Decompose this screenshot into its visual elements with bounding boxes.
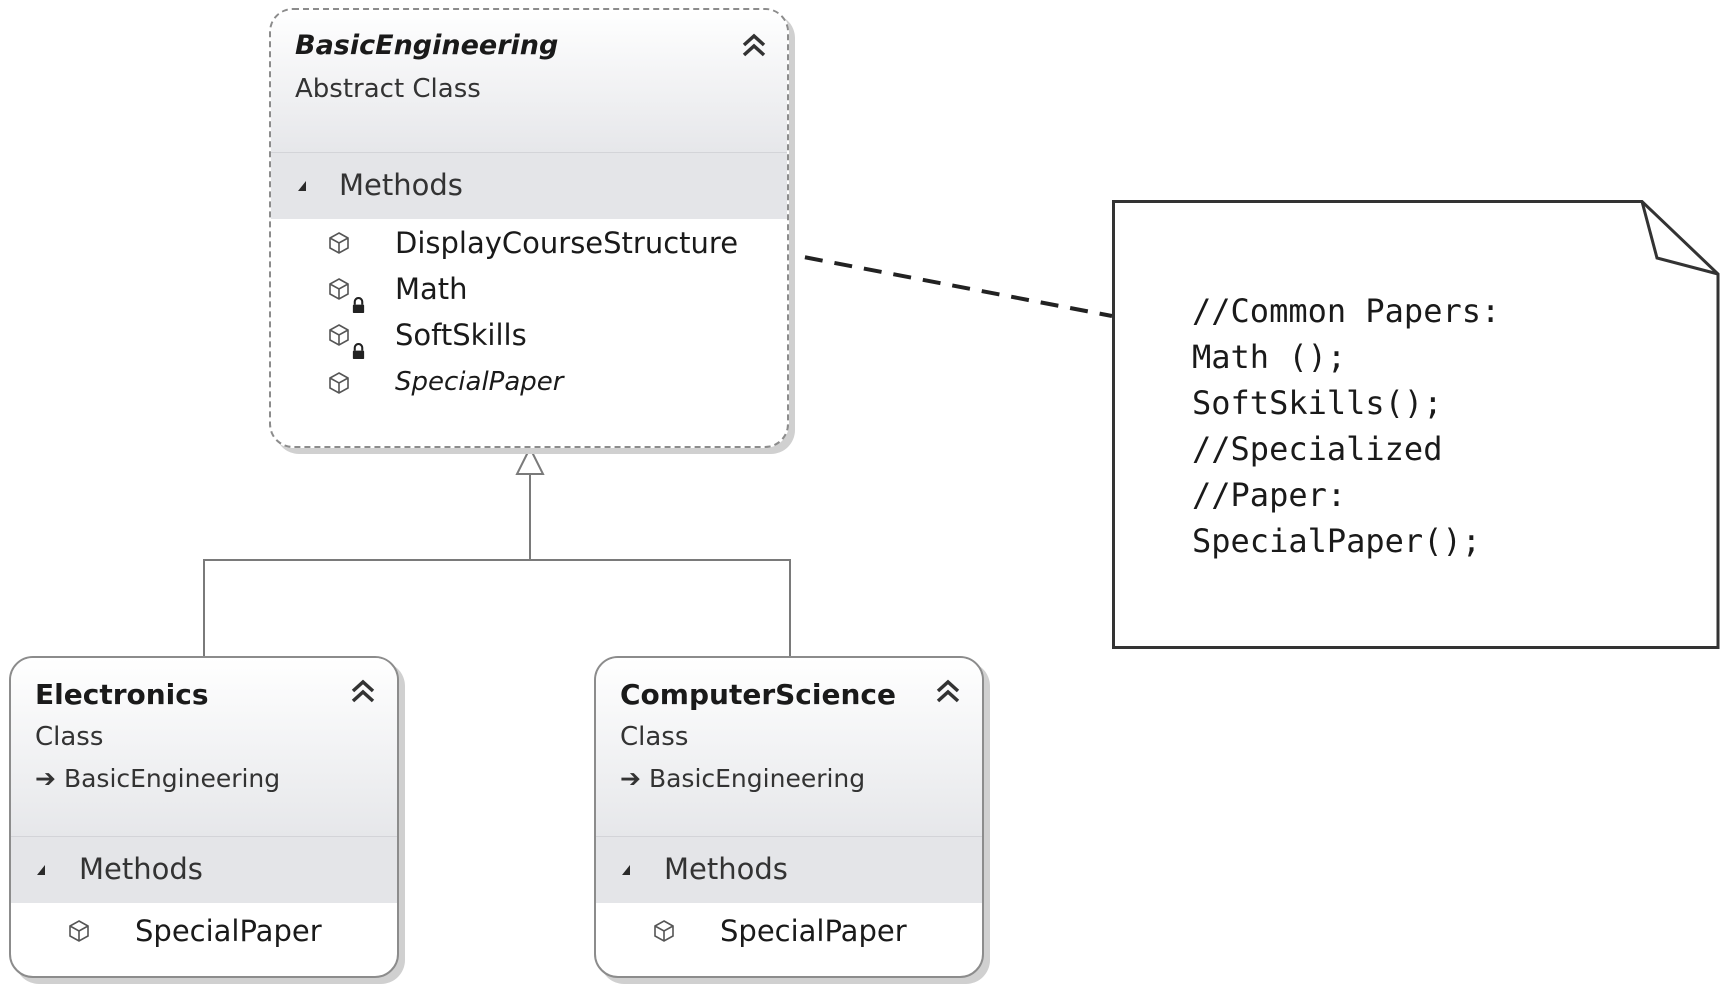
- class-kind: Class: [35, 722, 104, 752]
- section-label: Methods: [79, 852, 203, 886]
- section-label: Methods: [339, 168, 463, 202]
- methods-section-header[interactable]: Methods: [596, 836, 982, 903]
- class-header: BasicEngineering Abstract Class: [271, 10, 787, 152]
- method-cube-icon: [329, 372, 349, 394]
- base-class-name: BasicEngineering: [648, 764, 866, 793]
- class-basic-engineering[interactable]: BasicEngineering Abstract Class Methods …: [269, 8, 789, 448]
- collapse-chevron-icon[interactable]: [933, 676, 963, 706]
- class-header: ComputerScience Class ➔BasicEngineering: [596, 658, 982, 836]
- note-line: SpecialPaper();: [1192, 522, 1481, 560]
- method-display-course-structure[interactable]: DisplayCourseStructure: [395, 226, 739, 260]
- section-expand-triangle-icon[interactable]: [37, 865, 45, 875]
- method-cube-icon: [329, 278, 349, 300]
- class-name: Electronics: [35, 678, 209, 711]
- class-name: BasicEngineering: [295, 30, 559, 61]
- class-kind: Class: [620, 722, 689, 752]
- method-special-paper[interactable]: SpecialPaper: [720, 914, 907, 948]
- comment-note[interactable]: //Common Papers: Math (); SoftSkills(); //S…: [1112, 200, 1720, 649]
- note-shape: [1112, 200, 1720, 649]
- base-class-name: BasicEngineering: [63, 764, 281, 793]
- class-kind: Abstract Class: [295, 74, 481, 104]
- inheritance-connector: [203, 445, 791, 656]
- method-cube-icon: [654, 920, 674, 942]
- method-cube-icon: [329, 232, 349, 254]
- method-special-paper[interactable]: SpecialPaper: [135, 914, 322, 948]
- private-method-lock-icon: [352, 343, 365, 359]
- note-line: SoftSkills();: [1192, 384, 1443, 422]
- note-line: //Specialized: [1192, 430, 1443, 468]
- collapse-chevron-icon[interactable]: [348, 676, 378, 706]
- class-header: Electronics Class ➔BasicEngineering: [11, 658, 397, 836]
- methods-section-header[interactable]: Methods: [271, 152, 787, 219]
- note-folded-corner: [1640, 201, 1719, 276]
- class-computer-science[interactable]: ComputerScience Class ➔BasicEngineering …: [594, 656, 984, 978]
- class-electronics[interactable]: Electronics Class ➔BasicEngineering Meth…: [9, 656, 399, 978]
- methods-section-header[interactable]: Methods: [11, 836, 397, 903]
- note-link-dashed: [745, 244, 1113, 318]
- section-expand-triangle-icon[interactable]: [622, 865, 630, 875]
- section-label: Methods: [664, 852, 788, 886]
- collapse-chevron-icon[interactable]: [739, 30, 769, 60]
- class-name: ComputerScience: [620, 678, 896, 711]
- method-cube-icon: [69, 920, 89, 942]
- note-line: Math ();: [1192, 338, 1347, 376]
- inherits-arrow-icon: ➔: [35, 764, 56, 793]
- method-math[interactable]: Math: [395, 272, 468, 306]
- method-special-paper-abstract[interactable]: SpecialPaper: [395, 367, 564, 397]
- generalization-arrowhead: [515, 445, 545, 475]
- base-class-ref: ➔BasicEngineering: [620, 764, 865, 793]
- base-class-ref: ➔BasicEngineering: [35, 764, 280, 793]
- inherits-arrow-icon: ➔: [620, 764, 641, 793]
- section-expand-triangle-icon[interactable]: [298, 181, 306, 191]
- method-cube-icon: [329, 324, 349, 346]
- note-line: //Paper:: [1192, 476, 1347, 514]
- note-text: //Common Papers: Math (); SoftSkills(); //S…: [1192, 288, 1500, 564]
- method-soft-skills[interactable]: SoftSkills: [395, 318, 527, 352]
- private-method-lock-icon: [352, 297, 365, 313]
- note-line: //Common Papers:: [1192, 292, 1501, 330]
